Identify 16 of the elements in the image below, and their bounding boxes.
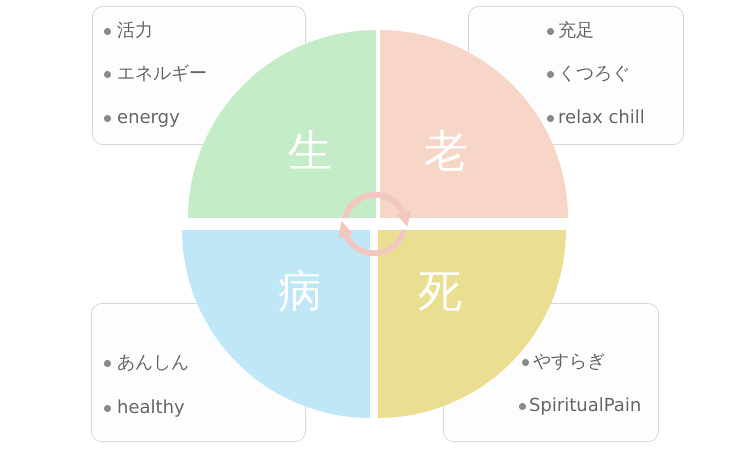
- curved-arrow: [342, 192, 410, 227]
- list-item: SpiritualPain: [529, 395, 642, 417]
- segment-label: 生: [288, 128, 332, 176]
- list-item: relax chill: [558, 107, 645, 129]
- list-item: やすらぎ: [533, 351, 605, 373]
- list-item: くつろぐ: [558, 63, 630, 85]
- segment-label: 病: [278, 268, 322, 316]
- curved-arrow: [338, 221, 407, 256]
- list-item: あんしん: [117, 352, 189, 374]
- segment-label: 老: [424, 128, 468, 176]
- segment-label: 死: [418, 268, 462, 316]
- list-item: energy: [117, 107, 180, 129]
- list-item: 活力: [117, 20, 153, 42]
- list-item: エネルギー: [117, 63, 207, 85]
- list-item: healthy: [117, 397, 185, 419]
- list-item: 充足: [558, 20, 594, 42]
